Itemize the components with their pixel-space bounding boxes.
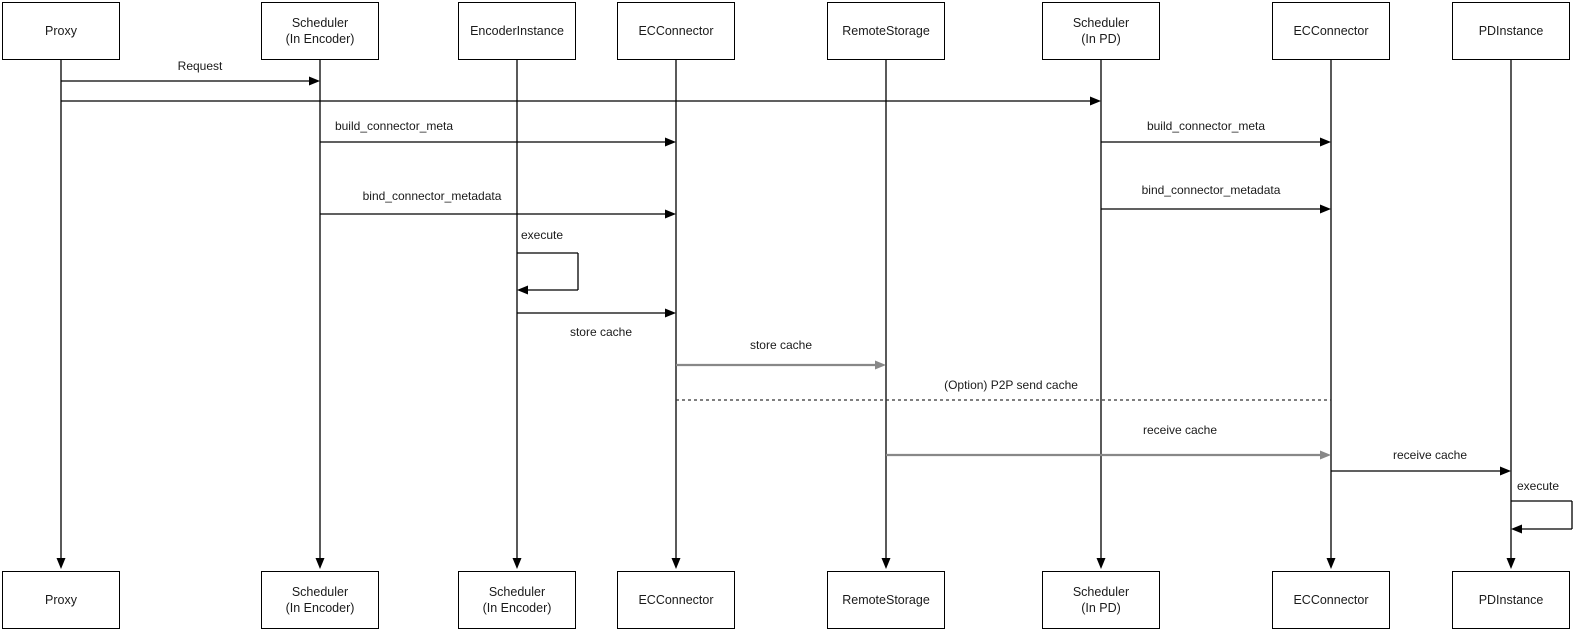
participant-scheduler-pd-bottom-box-label: (In PD) <box>1081 601 1121 615</box>
participant-scheduler-encoder-bottom-box-label: Scheduler <box>291 585 349 599</box>
participant-encoder-instance-top-box-label: EncoderInstance <box>470 24 564 38</box>
participant-proxy-top-box-label: Proxy <box>45 24 77 38</box>
participant-encoder-instance-top-box: EncoderInstance <box>458 2 576 60</box>
message-build-connector-meta-encoder-arrowhead <box>665 137 676 147</box>
message-request-arrowhead <box>309 76 320 86</box>
message-execute-encoder-label: execute <box>521 228 564 242</box>
message-execute-pd-label: execute <box>1517 479 1560 493</box>
message-bind-connector-metadata-pd-label: bind_connector_metadata <box>1141 183 1281 197</box>
participant-scheduler-pd-top-box-label: Scheduler <box>1072 16 1130 30</box>
participant-scheduler-encoder-top-box-label: Scheduler <box>291 16 349 30</box>
message-store-cache-remote-arrowhead <box>875 360 886 370</box>
lifeline-scheduler-encoder-arrowhead <box>315 558 325 569</box>
participant-scheduler-pd-bottom-box: Scheduler (In PD) <box>1042 571 1160 629</box>
lifeline-remote-storage-arrowhead <box>881 558 891 569</box>
participant-ec-connector-encoder-bottom-box-label: ECConnector <box>638 593 714 607</box>
lifeline-pd-instance-arrowhead <box>1506 558 1516 569</box>
message-execute-pd-arrowhead <box>1511 524 1522 534</box>
participant-scheduler-pd-top-box-label: (In PD) <box>1081 32 1121 46</box>
participant-pd-instance-bottom-box: PDInstance <box>1452 571 1570 629</box>
participant-pd-instance-top-box: PDInstance <box>1452 2 1570 60</box>
participant-scheduler-pd-bottom-box-label: Scheduler <box>1072 585 1130 599</box>
participant-remote-storage-top-box: RemoteStorage <box>827 2 945 60</box>
lifeline-ec-connector-pd-arrowhead <box>1326 558 1336 569</box>
participant-ec-connector-pd-top-box-label: ECConnector <box>1293 24 1369 38</box>
lifeline-scheduler-pd-arrowhead <box>1096 558 1106 569</box>
participant-ec-connector-encoder-bottom-box: ECConnector <box>617 571 735 629</box>
message-build-connector-meta-pd-label: build_connector_meta <box>1146 119 1266 133</box>
participant-remote-storage-bottom-box-label: RemoteStorage <box>842 593 930 607</box>
message-receive-cache-pd-arrowhead <box>1500 466 1511 476</box>
participant-scheduler-encoder-bottom-box-label: (In Encoder) <box>285 601 355 615</box>
lifeline-encoder-instance-arrowhead <box>512 558 522 569</box>
message-receive-cache-pd-label: receive cache <box>1392 448 1468 462</box>
participant-ec-connector-pd-bottom-box: ECConnector <box>1272 571 1390 629</box>
participant-pd-instance-bottom-box-label: PDInstance <box>1478 593 1544 607</box>
participant-ec-connector-pd-bottom-box-label: ECConnector <box>1293 593 1369 607</box>
participant-ec-connector-pd-top-box: ECConnector <box>1272 2 1390 60</box>
message-p2p-send-cache-label: (Option) P2P send cache <box>944 378 1078 392</box>
participant-proxy-top-box: Proxy <box>2 2 120 60</box>
message-execute-encoder-arrowhead <box>517 285 528 295</box>
participant-remote-storage-top-box-label: RemoteStorage <box>842 24 930 38</box>
message-build-connector-meta-pd-arrowhead <box>1320 137 1331 147</box>
participant-encoder-instance-bottom-box-label: (In Encoder) <box>482 601 552 615</box>
message-build-connector-meta-encoder-label: build_connector_meta <box>334 119 454 133</box>
lifeline-proxy-arrowhead <box>56 558 66 569</box>
message-receive-cache-remote-arrowhead <box>1320 450 1331 460</box>
participant-ec-connector-encoder-top-box: ECConnector <box>617 2 735 60</box>
participant-remote-storage-bottom-box: RemoteStorage <box>827 571 945 629</box>
message-bind-connector-metadata-pd-arrowhead <box>1320 204 1331 214</box>
participant-proxy-bottom-box-label: Proxy <box>45 593 77 607</box>
message-store-cache-connector-label: store cache <box>569 325 633 339</box>
lifeline-ec-connector-encoder-arrowhead <box>671 558 681 569</box>
participant-scheduler-encoder-top-box-label: (In Encoder) <box>285 32 355 46</box>
participant-scheduler-pd-top-box: Scheduler (In PD) <box>1042 2 1160 60</box>
message-receive-cache-remote-label: receive cache <box>1142 423 1218 437</box>
participant-proxy-bottom-box: Proxy <box>2 571 120 629</box>
message-bind-connector-metadata-encoder-arrowhead <box>665 209 676 219</box>
message-store-cache-remote-label: store cache <box>749 338 813 352</box>
participant-scheduler-encoder-bottom-box: Scheduler (In Encoder) <box>261 571 379 629</box>
participant-encoder-instance-bottom-box: Scheduler (In Encoder) <box>458 571 576 629</box>
message-bind-connector-metadata-encoder-label: bind_connector_metadata <box>362 189 502 203</box>
message-request-label: Request <box>177 59 223 73</box>
participant-scheduler-encoder-top-box: Scheduler (In Encoder) <box>261 2 379 60</box>
message-forward-request-arrowhead <box>1090 96 1101 106</box>
message-store-cache-connector-arrowhead <box>665 308 676 318</box>
participant-ec-connector-encoder-top-box-label: ECConnector <box>638 24 714 38</box>
participant-pd-instance-top-box-label: PDInstance <box>1478 24 1544 38</box>
participant-encoder-instance-bottom-box-label: Scheduler <box>488 585 546 599</box>
